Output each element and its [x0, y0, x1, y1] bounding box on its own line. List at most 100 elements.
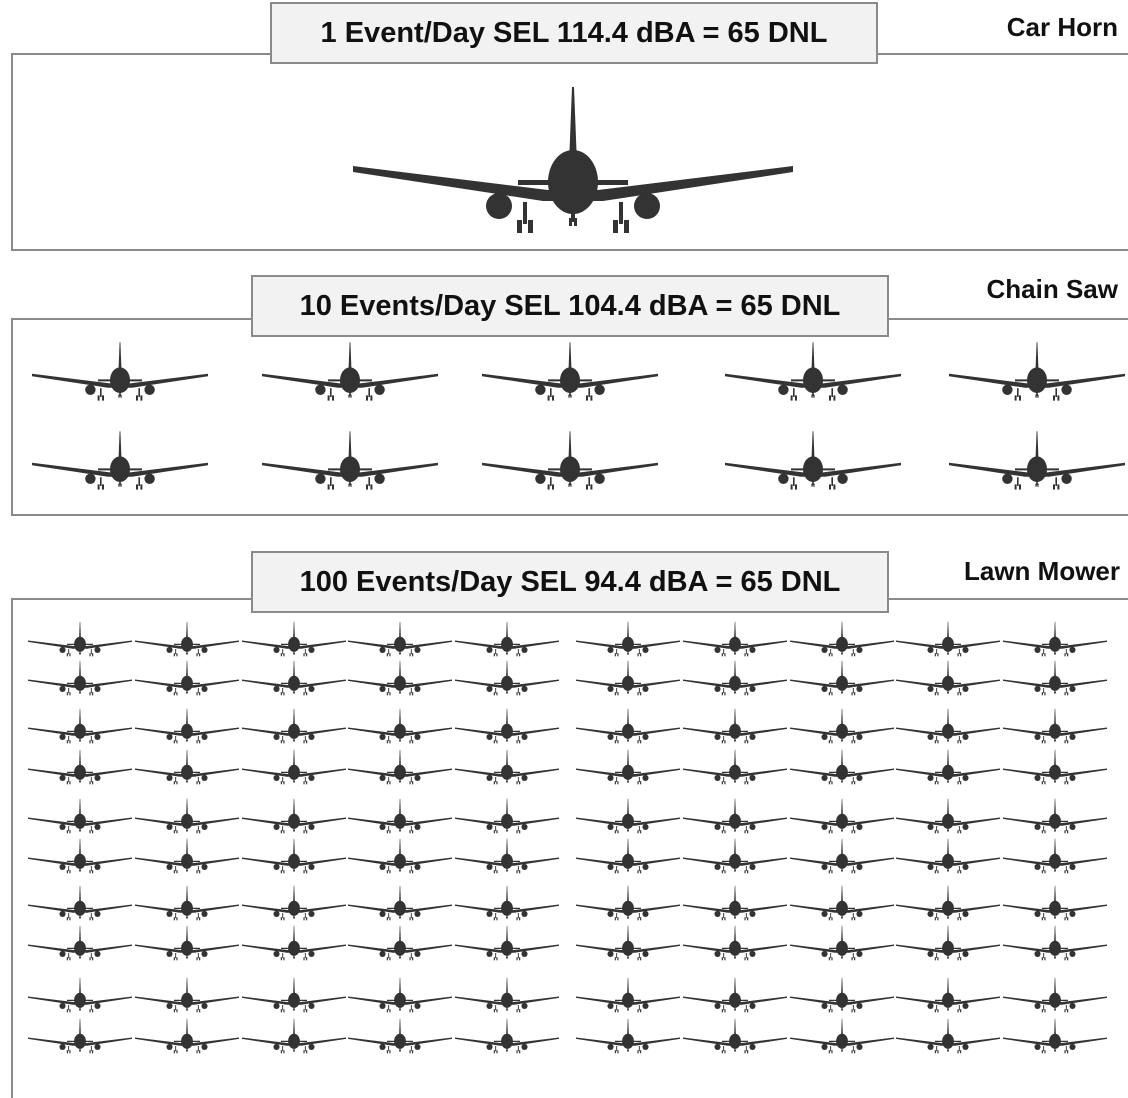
airplane-front-icon — [28, 838, 132, 874]
airplane-front-icon — [348, 977, 452, 1013]
airplane-front-icon — [576, 749, 680, 785]
airplane-front-icon — [790, 925, 894, 961]
airplane-front-icon — [242, 977, 346, 1013]
airplane-front-icon — [683, 838, 787, 874]
airplane-front-icon — [1003, 798, 1107, 834]
airplane-front-icon — [262, 342, 438, 401]
airplane-front-icon — [790, 838, 894, 874]
airplane-front-icon — [28, 977, 132, 1013]
airplane-front-icon — [949, 431, 1125, 490]
airplane-front-icon — [576, 885, 680, 921]
airplane-front-icon — [576, 977, 680, 1013]
airplane-front-icon — [576, 1018, 680, 1054]
airplane-front-icon — [896, 708, 1000, 744]
airplane-front-icon — [1003, 708, 1107, 744]
airplane-front-icon — [348, 1018, 452, 1054]
airplane-front-icon — [896, 925, 1000, 961]
airplane-front-icon — [576, 838, 680, 874]
airplane-front-icon — [482, 342, 658, 401]
airplane-front-icon — [262, 431, 438, 490]
airplane-front-icon — [896, 838, 1000, 874]
airplane-front-icon — [683, 660, 787, 696]
airplane-front-icon — [348, 660, 452, 696]
airplane-front-icon — [135, 925, 239, 961]
airplane-front-icon — [348, 621, 452, 657]
airplane-front-icon — [683, 977, 787, 1013]
airplane-front-icon — [790, 749, 894, 785]
airplane-front-icon — [135, 977, 239, 1013]
airplane-front-icon — [28, 708, 132, 744]
airplane-front-icon — [135, 838, 239, 874]
airplane-front-icon — [28, 1018, 132, 1054]
airplane-front-icon — [455, 708, 559, 744]
airplane-front-icon — [683, 925, 787, 961]
airplane-front-icon — [1003, 925, 1107, 961]
caption-1-event: 1 Event/Day SEL 114.4 dBA = 65 DNL — [270, 2, 878, 64]
airplane-front-icon — [455, 838, 559, 874]
airplane-front-icon — [455, 1018, 559, 1054]
airplane-front-icon — [242, 838, 346, 874]
airplane-front-icon — [455, 977, 559, 1013]
airplane-front-icon — [896, 621, 1000, 657]
airplane-front-icon — [683, 798, 787, 834]
source-label-lawn-mower: Lawn Mower — [963, 556, 1120, 586]
airplane-front-icon — [242, 708, 346, 744]
airplane-front-icon — [28, 621, 132, 657]
airplane-front-icon — [576, 798, 680, 834]
airplane-front-icon — [455, 660, 559, 696]
airplane-front-icon — [242, 660, 346, 696]
airplane-front-icon — [725, 431, 901, 490]
airplane-front-icon — [348, 749, 452, 785]
airplane-front-icon — [32, 431, 208, 490]
airplane-front-icon — [1003, 838, 1107, 874]
airplane-front-icon — [242, 798, 346, 834]
airplane-front-icon — [455, 621, 559, 657]
airplane-front-icon — [135, 660, 239, 696]
airplane-front-icon — [1003, 885, 1107, 921]
airplane-front-icon — [348, 925, 452, 961]
airplane-front-icon — [135, 1018, 239, 1054]
airplane-front-icon — [242, 925, 346, 961]
airplane-front-icon — [790, 798, 894, 834]
airplane-front-icon — [455, 925, 559, 961]
airplane-front-icon — [348, 708, 452, 744]
airplane-front-icon — [790, 977, 894, 1013]
airplane-front-icon — [28, 749, 132, 785]
airplane-front-icon — [576, 660, 680, 696]
airplane-front-icon — [135, 749, 239, 785]
airplane-front-icon — [28, 885, 132, 921]
airplane-front-icon — [348, 798, 452, 834]
airplane-front-icon — [576, 925, 680, 961]
airplane-front-icon — [242, 885, 346, 921]
airplane-front-icon — [949, 342, 1125, 401]
airplane-front-icon — [790, 1018, 894, 1054]
airplane-front-icon — [28, 660, 132, 696]
airplane-front-icon — [348, 838, 452, 874]
airplane-front-icon — [455, 798, 559, 834]
airplane-front-icon — [135, 798, 239, 834]
airplane-front-icon — [32, 342, 208, 401]
airplane-front-icon — [28, 925, 132, 961]
airplane-front-icon — [896, 749, 1000, 785]
airplane-front-icon — [790, 708, 894, 744]
airplane-front-icon — [1003, 1018, 1107, 1054]
airplane-front-icon — [28, 798, 132, 834]
airplane-front-icon — [242, 1018, 346, 1054]
airplane-front-icon — [455, 749, 559, 785]
airplane-front-icon — [896, 885, 1000, 921]
caption-10-events: 10 Events/Day SEL 104.4 dBA = 65 DNL — [251, 275, 889, 337]
airplane-front-icon — [1003, 621, 1107, 657]
airplane-front-icon — [135, 708, 239, 744]
airplane-front-icon — [683, 885, 787, 921]
source-label-car-horn: Car Horn — [1006, 12, 1118, 42]
airplane-front-icon — [242, 621, 346, 657]
airplane-front-icon — [790, 660, 894, 696]
airplane-front-icon — [896, 1018, 1000, 1054]
airplane-front-icon — [135, 621, 239, 657]
airplane-front-icon — [790, 885, 894, 921]
airplane-front-icon — [576, 621, 680, 657]
airplane-front-icon — [1003, 977, 1107, 1013]
source-label-chain-saw: Chain Saw — [986, 274, 1118, 304]
airplane-front-icon — [896, 660, 1000, 696]
